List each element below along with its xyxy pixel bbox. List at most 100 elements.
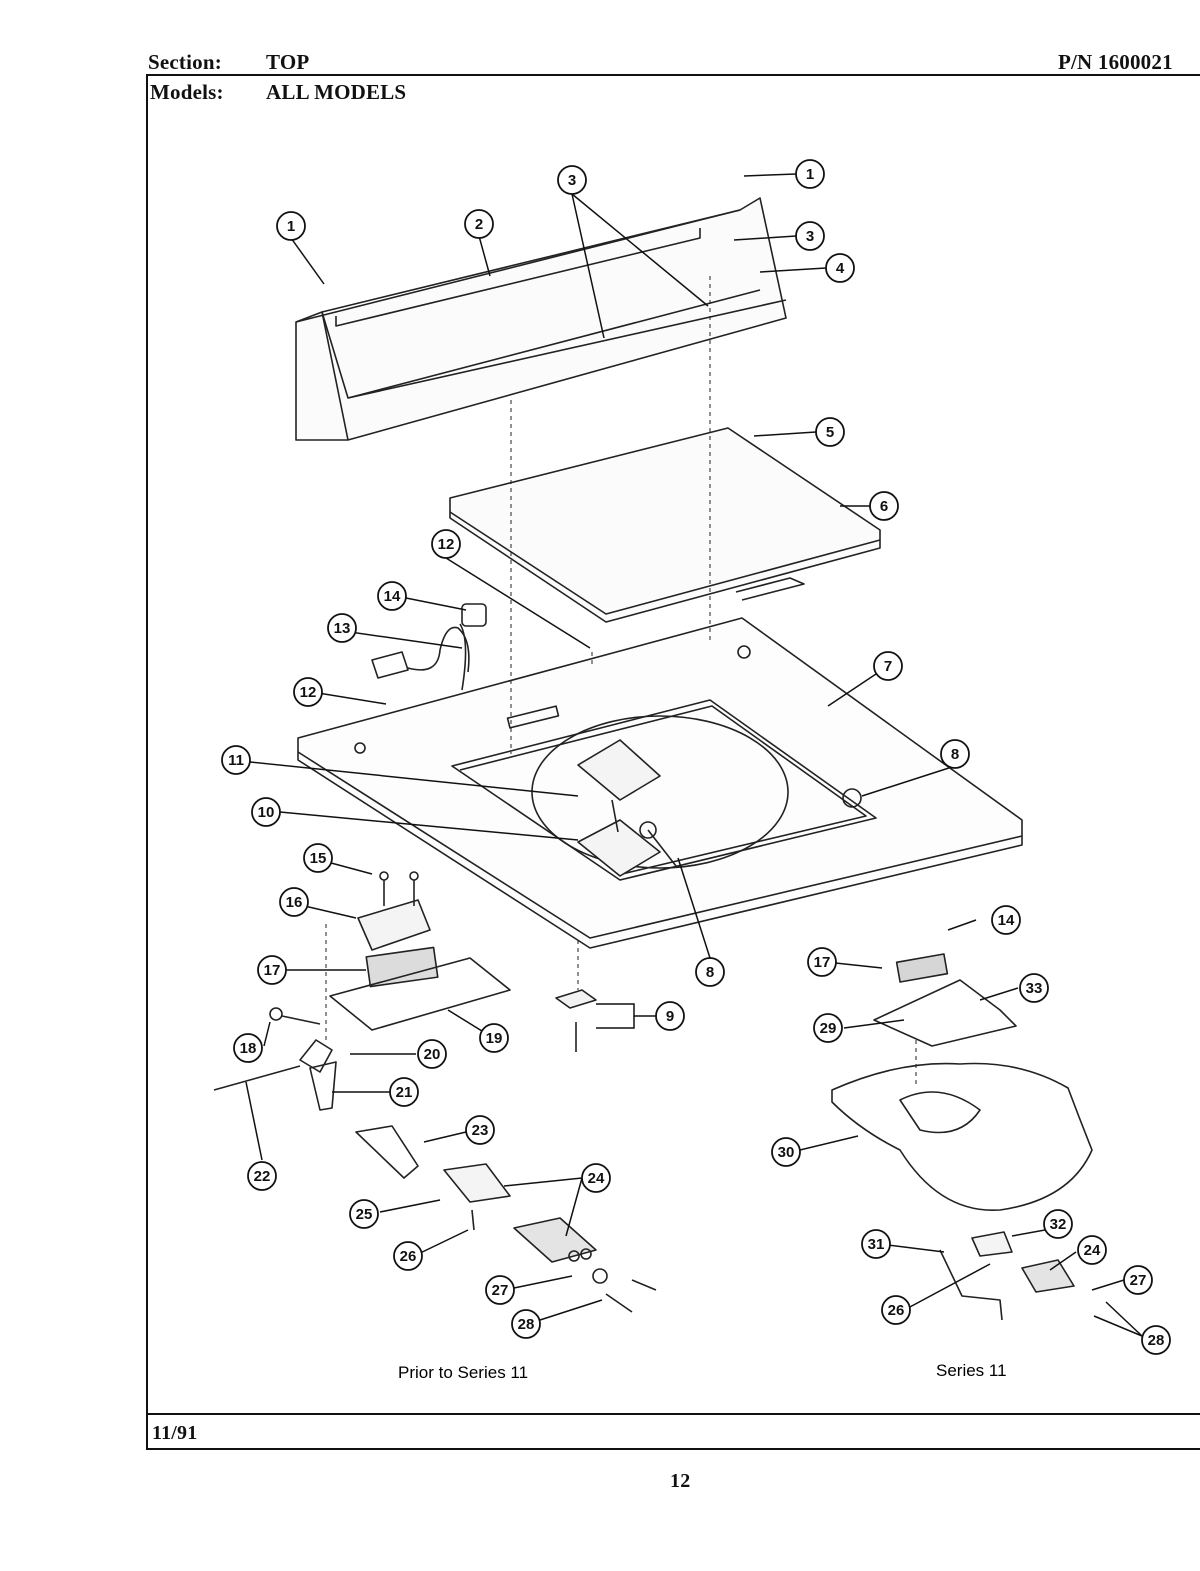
callout-25: 25 [349, 1199, 379, 1229]
svg-text:7: 7 [884, 658, 892, 675]
callout-6: 6 [869, 491, 899, 521]
callout-30: 30 [771, 1137, 801, 1167]
svg-text:8: 8 [951, 746, 959, 763]
section-label: Section: [148, 50, 222, 74]
svg-text:14: 14 [998, 912, 1015, 929]
callout-19: 19 [479, 1023, 509, 1053]
left-hinge [443, 1163, 657, 1313]
svg-text:33: 33 [1026, 980, 1043, 997]
callout-32: 32 [1043, 1209, 1073, 1239]
svg-text:26: 26 [888, 1302, 905, 1319]
callout-3a: 3 [557, 165, 587, 195]
svg-text:24: 24 [1084, 1242, 1101, 1259]
series-11-assembly [831, 953, 1093, 1321]
svg-text:1: 1 [287, 218, 295, 235]
svg-text:21: 21 [396, 1084, 413, 1101]
frame-left-border [146, 76, 148, 1450]
svg-text:19: 19 [486, 1030, 503, 1047]
svg-text:24: 24 [588, 1170, 605, 1187]
callout-26a: 26 [393, 1241, 423, 1271]
svg-text:9: 9 [666, 1008, 674, 1025]
hold-down-clip [555, 989, 597, 1052]
callout-3b: 3 [795, 221, 825, 251]
caption-prior-to-series-11: Prior to Series 11 [398, 1363, 528, 1382]
callout-12b: 12 [293, 677, 323, 707]
callout-13: 13 [327, 613, 357, 643]
callout-10: 10 [251, 797, 281, 827]
svg-text:22: 22 [254, 1168, 271, 1185]
part-number: P/N 1600021 [1058, 50, 1173, 74]
svg-text:1: 1 [806, 166, 814, 183]
callout-28b: 28 [1141, 1325, 1171, 1355]
callout-11: 11 [221, 745, 251, 775]
footer-date: 11/91 [152, 1422, 198, 1444]
page-number: 12 [670, 1470, 691, 1492]
callout-22: 22 [247, 1161, 277, 1191]
svg-text:18: 18 [240, 1040, 257, 1057]
callout-31: 31 [861, 1229, 891, 1259]
svg-text:12: 12 [438, 536, 455, 553]
callout-27a: 27 [485, 1275, 515, 1305]
callout-17a: 17 [257, 955, 287, 985]
callout-17b: 17 [807, 947, 837, 977]
svg-text:32: 32 [1050, 1216, 1067, 1233]
svg-text:25: 25 [356, 1206, 373, 1223]
lid [449, 427, 881, 623]
callout-28a: 28 [511, 1309, 541, 1339]
svg-text:20: 20 [424, 1046, 441, 1063]
svg-text:10: 10 [258, 804, 275, 821]
svg-text:3: 3 [568, 172, 576, 189]
callout-24a: 24 [581, 1163, 611, 1193]
svg-text:26: 26 [400, 1248, 417, 1265]
callout-29: 29 [813, 1013, 843, 1043]
callout-23: 23 [465, 1115, 495, 1145]
svg-text:17: 17 [814, 954, 831, 971]
svg-text:28: 28 [518, 1316, 535, 1333]
svg-text:27: 27 [1130, 1272, 1147, 1289]
callout-18: 18 [233, 1033, 263, 1063]
callout-15: 15 [303, 843, 333, 873]
svg-text:2: 2 [475, 216, 483, 233]
svg-text:13: 13 [334, 620, 351, 637]
svg-text:12: 12 [300, 684, 317, 701]
svg-text:28: 28 [1148, 1332, 1165, 1349]
lid-switch-actuator [577, 739, 862, 877]
svg-text:23: 23 [472, 1122, 489, 1139]
callout-9: 9 [655, 1001, 685, 1031]
models-value: ALL MODELS [266, 80, 407, 104]
callout-16: 16 [279, 887, 309, 917]
callout-27b: 27 [1123, 1265, 1153, 1295]
callout-4: 4 [825, 253, 855, 283]
callout-12a: 12 [431, 529, 461, 559]
callout-8b: 8 [695, 957, 725, 987]
svg-text:29: 29 [820, 1020, 837, 1037]
svg-text:4: 4 [836, 260, 845, 277]
frame-footer-rule [146, 1413, 1200, 1415]
callout-24b: 24 [1077, 1235, 1107, 1265]
section-value: TOP [266, 50, 310, 74]
svg-text:14: 14 [384, 588, 401, 605]
svg-text:27: 27 [492, 1282, 509, 1299]
frame-bottom-border [146, 1448, 1200, 1450]
svg-text:8: 8 [706, 964, 714, 981]
svg-text:16: 16 [286, 894, 303, 911]
header-rule [146, 74, 1200, 76]
callout-33: 33 [1019, 973, 1049, 1003]
svg-text:11: 11 [228, 752, 244, 769]
svg-text:17: 17 [264, 962, 281, 979]
callout-1a: 1 [276, 211, 306, 241]
left-switch-assembly [213, 871, 511, 1179]
console-backguard [295, 197, 787, 441]
cabinet-top [297, 617, 1023, 949]
callout-1b: 1 [795, 159, 825, 189]
callout-7: 7 [873, 651, 903, 681]
power-cord [371, 603, 487, 691]
svg-text:30: 30 [778, 1144, 795, 1161]
callout-14a: 14 [377, 581, 407, 611]
svg-text:6: 6 [880, 498, 888, 515]
callout-8a: 8 [940, 739, 970, 769]
svg-text:5: 5 [826, 424, 834, 441]
callout-21: 21 [389, 1077, 419, 1107]
callout-14b: 14 [991, 905, 1021, 935]
